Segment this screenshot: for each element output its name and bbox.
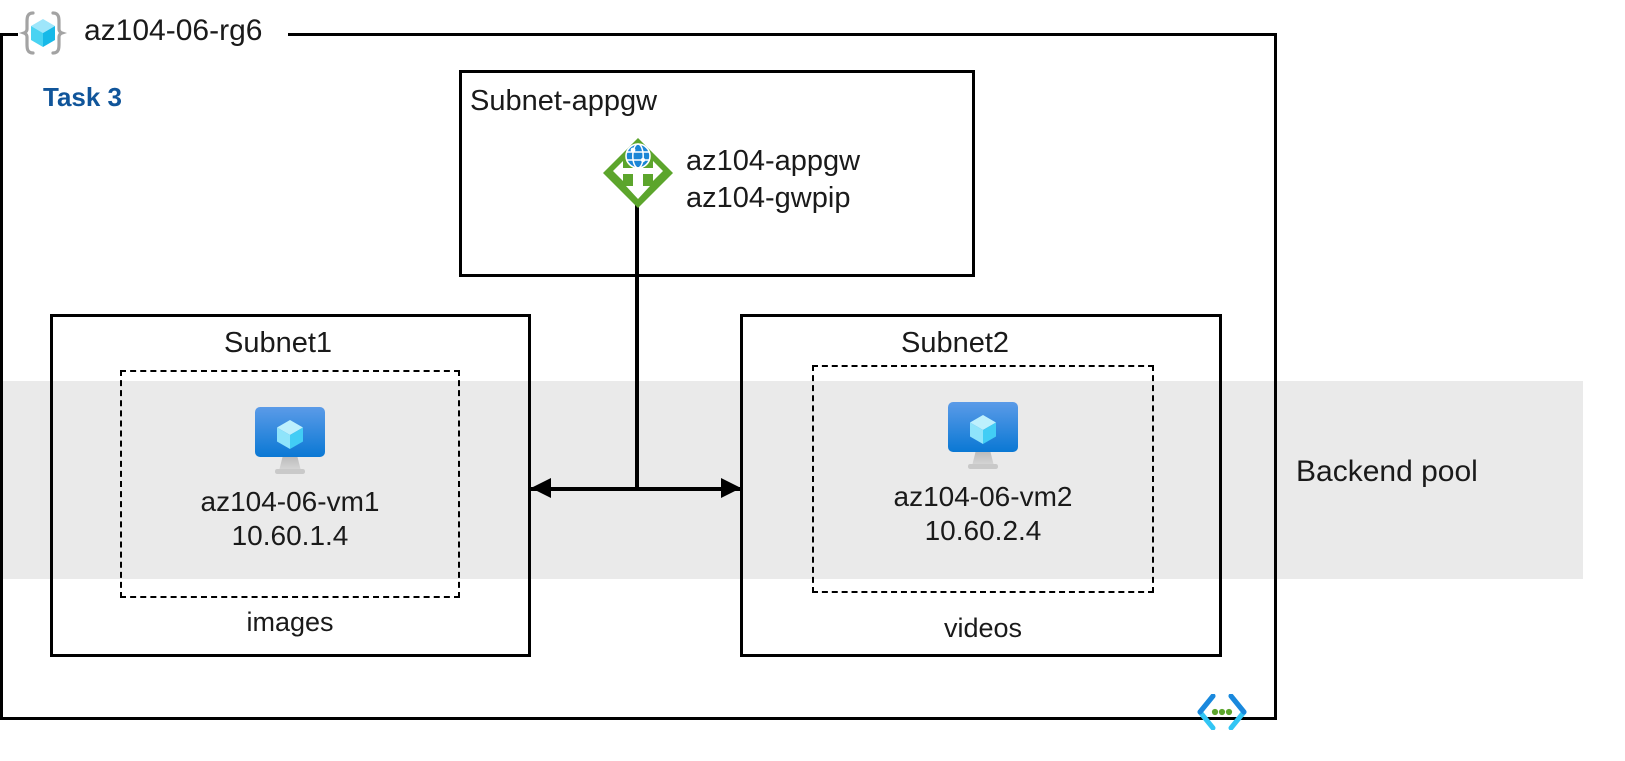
appgw-public-ip-name: az104-gwpip [686, 181, 851, 214]
subnet-appgw-box [459, 70, 975, 277]
rg-border-top-left-stub [0, 33, 18, 36]
resource-group-container [0, 33, 1277, 720]
vm2-name: az104-06-vm2 [893, 481, 1073, 512]
subnet2-vm: az104-06-vm2 10.60.2.4 [812, 398, 1154, 548]
arrow-head-to-subnet2 [721, 478, 741, 498]
virtual-machine-icon [942, 398, 1024, 472]
vm1-ip: 10.60.1.4 [231, 519, 349, 551]
vm2-ip: 10.60.2.4 [924, 514, 1042, 546]
vm1-name: az104-06-vm1 [200, 486, 380, 517]
rg-border-right [1274, 33, 1277, 720]
backend-pool-label: Backend pool [1296, 455, 1478, 488]
subnet1-vm: az104-06-vm1 10.60.1.4 [120, 403, 460, 553]
resource-group-title: az104-06-rg6 [84, 14, 263, 47]
subnet2-title: Subnet2 [901, 327, 1010, 359]
subnet1-title: Subnet1 [224, 327, 333, 359]
subnet1-subnet2-connector [531, 487, 741, 491]
subnet2-vm-group-boundary [812, 365, 1154, 593]
resource-group-icon [18, 8, 68, 58]
subnet2-box [740, 314, 1222, 657]
vnet-code-brackets-icon [1196, 693, 1248, 731]
virtual-machine-icon [249, 403, 331, 477]
subnet-appgw-title: Subnet-appgw [470, 85, 658, 117]
subnet1-vm-group-boundary [120, 370, 460, 598]
application-gateway-labels: az104-appgw az104-gwpip [686, 143, 860, 216]
arrow-head-to-subnet1 [531, 478, 551, 498]
appgw-resource-name: az104-appgw [686, 145, 861, 177]
task-label: Task 3 [43, 82, 123, 112]
application-gateway-icon [600, 135, 676, 211]
subnet1-box [50, 314, 531, 657]
subnet2-storage-label: videos [943, 613, 1023, 643]
rg-border-bottom [0, 717, 1277, 720]
rg-border-left [0, 33, 3, 720]
rg-border-top-right [288, 33, 1277, 36]
appgw-to-subnets-connector [635, 203, 639, 490]
subnet1-storage-label: images [246, 607, 334, 637]
